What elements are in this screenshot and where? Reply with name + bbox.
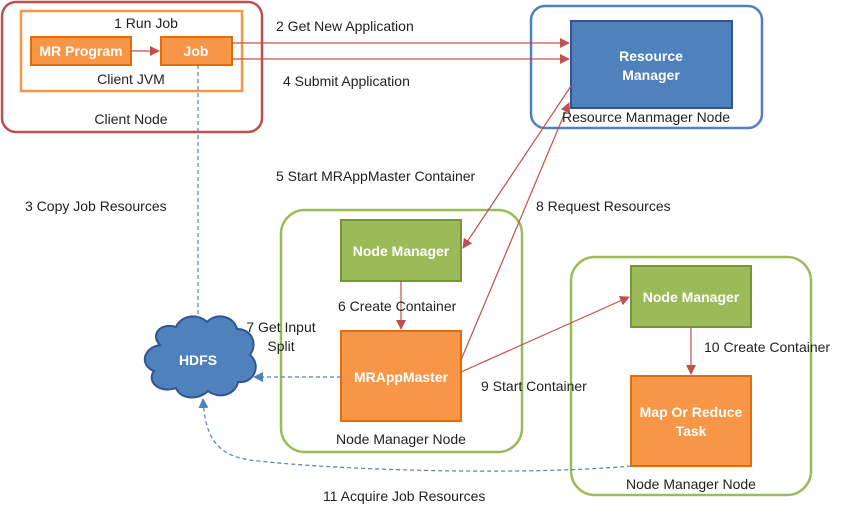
resource-manager-box <box>570 20 733 109</box>
resource-manager-node-label: Resource Manmager Node <box>562 109 730 125</box>
mr-app-master-label: MRAppMaster <box>354 369 449 385</box>
hdfs-label: HDFS <box>179 352 217 368</box>
step-8-label: 8 Request Resources <box>536 198 671 214</box>
job-label: Job <box>184 43 209 59</box>
node-manager-2-label: Node Manager <box>643 289 740 305</box>
mr-program-box <box>30 36 132 66</box>
step-2-label: 2 Get New Application <box>276 18 414 34</box>
step-7-label-line1: 7 Get Input <box>246 319 315 335</box>
resource-manager-label-line1: Resource <box>619 48 683 64</box>
job-box <box>160 36 233 66</box>
step-9-label: 9 Start Container <box>481 378 587 394</box>
node-manager-1-box <box>340 219 462 282</box>
step-10-label: 10 Create Container <box>704 339 830 355</box>
mr-program-label: MR Program <box>39 43 122 59</box>
map-reduce-task-label-line2: Task <box>676 423 707 439</box>
resource-manager-label-line2: Manager <box>622 67 680 83</box>
arrow-start-mrappmaster <box>462 85 572 249</box>
step-11-label: 11 Acquire Job Resources <box>323 488 485 504</box>
mr-app-master-box <box>340 330 462 422</box>
step-1-label: 1 Run Job <box>114 15 178 31</box>
node-manager-1-label: Node Manager <box>353 243 450 259</box>
step-3-label: 3 Copy Job Resources <box>25 198 167 214</box>
map-reduce-task-box <box>630 375 752 467</box>
arrow-request-resources <box>460 102 571 361</box>
node-manager-node-2-label: Node Manager Node <box>626 476 756 492</box>
client-node-label: Client Node <box>94 111 167 127</box>
step-7-label-line2: Split <box>267 338 294 354</box>
arrow-start-container <box>460 296 630 373</box>
step-4-label: 4 Submit Application <box>283 73 410 89</box>
map-reduce-task-label-line1: Map Or Reduce <box>640 404 743 420</box>
node-manager-node-1-label: Node Manager Node <box>336 431 466 447</box>
client-jvm-label: Client JVM <box>97 71 165 87</box>
step-6-label: 6 Create Container <box>338 298 457 314</box>
step-5-label: 5 Start MRAppMaster Container <box>276 168 476 184</box>
